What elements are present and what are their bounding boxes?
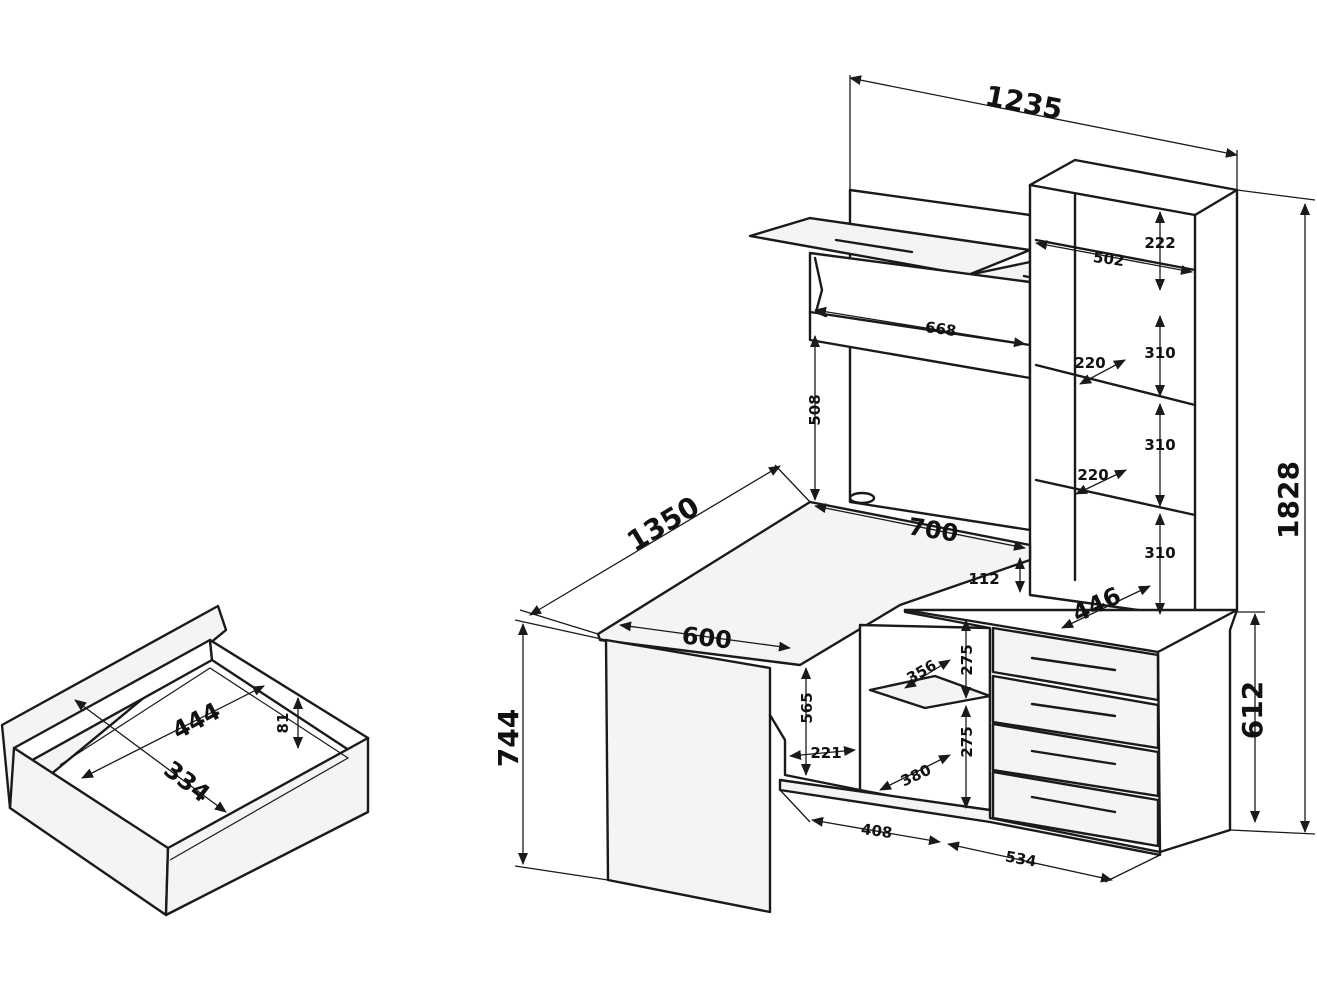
tower-shelf-2 [1034,363,1197,407]
cable-grommet [848,491,876,505]
drawer-drawing [0,604,370,917]
drawer-back-wall [208,638,370,762]
cabinet-top-edge [903,608,1160,654]
label-desk-height: 744 [492,709,525,767]
tower-right-edge [1193,188,1239,217]
dim-line-600 [619,621,791,652]
label-base-width-left: 408 [860,820,894,842]
label-top-shelf-width: 502 [1092,248,1126,270]
drawer-right-wall [164,736,370,917]
dim-line-408 [811,816,941,846]
tower-front-edge [1028,183,1197,217]
label-upper-shelf-width: 668 [924,318,958,340]
drawer-near-wall [8,746,170,917]
label-shelf-gap-1: 310 [1144,344,1175,362]
label-under-gap-1: 275 [958,644,976,675]
dimension-lines [74,75,1316,883]
drawer-2-handle [1030,702,1117,718]
label-overall-width: 1235 [982,79,1065,126]
label-drawer-width: 334 [159,755,216,808]
cabinet-right-edge [1156,608,1239,654]
label-desk-depth-front: 600 [680,622,733,655]
drawer-3-handle [1030,749,1117,766]
dim-line-1350 [529,465,781,616]
desk-left-leg [604,638,772,914]
dim-line-534 [947,841,1113,883]
cabinet-drawer-4 [991,770,1160,848]
label-desk-length: 1350 [621,490,705,558]
dim-line-700 [814,503,1026,551]
drawer-4-handle [1030,795,1117,814]
label-under-gap-2: 275 [958,726,976,757]
tower-shelf-3 [1034,478,1197,517]
label-overall-height: 1828 [1272,461,1305,539]
label-top-shelf-height: 222 [1144,234,1175,252]
label-drawer-height: 81 [274,713,292,734]
label-footrest-depth: 221 [810,744,841,762]
dim-line-446 [1061,585,1151,629]
label-corner-offset: 112 [968,570,999,588]
label-shelf-depth-1: 220 [1074,354,1105,372]
dim-line-220-a [1079,359,1126,385]
label-cabinet-height: 612 [1236,681,1269,739]
label-base-width-right: 534 [1004,847,1038,870]
dim-line-1235 [849,75,1238,158]
dim-line-334 [74,699,227,813]
dim-line-380 [879,754,951,791]
left-door-handle [834,238,914,254]
dim-line-220-b [1075,469,1127,495]
dim-line-668 [814,306,1026,348]
dim-line-356 [904,659,951,689]
footrest [768,713,862,792]
label-drawer-length: 444 [168,697,225,745]
cabinet-front-post [1156,650,1162,854]
label-hutch-clearance: 508 [806,394,824,425]
drawer-1-handle [1030,656,1117,672]
cabinet-drawer-3 [991,722,1160,798]
dim-line-221 [789,746,856,760]
label-leg-clearance: 565 [798,692,816,723]
label-shelf-gap-2: 310 [1144,436,1175,454]
label-shelf-gap-3: 310 [1144,544,1175,562]
label-shelf-depth-2: 220 [1077,466,1108,484]
dim-line-502 [1035,240,1193,275]
